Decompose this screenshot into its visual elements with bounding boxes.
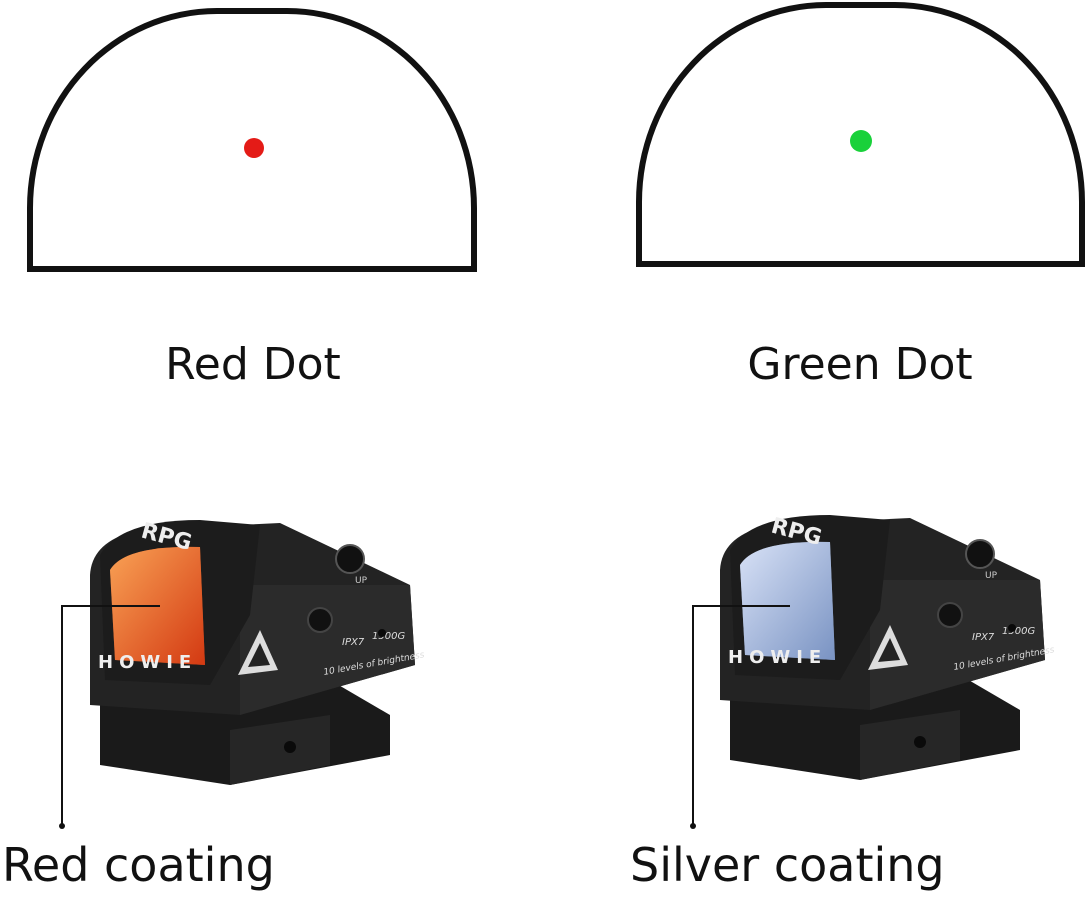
red-dot-label: Red Dot	[165, 339, 341, 390]
brightness-dial-icon	[335, 544, 365, 574]
silver-coating-callout-line	[692, 605, 790, 826]
rating-marking: IPX7	[342, 637, 365, 648]
red-dot	[244, 138, 264, 158]
brand-marking: HOWIE	[728, 647, 827, 668]
red-coating-sight-image: RPG HOWIE IPX7 1500G 10 levels of bright…	[90, 519, 426, 785]
rating-marking: IPX7	[972, 632, 995, 643]
brightness-dial-icon	[965, 539, 995, 569]
silver-coating-sight-image: RPG HOWIE IPX7 1500G 10 levels of bright…	[720, 514, 1056, 780]
svg-text:UP: UP	[355, 576, 368, 586]
red-dot-reticle-window	[27, 8, 477, 272]
red-coating-label: Red coating	[2, 838, 275, 892]
silver-coating-label: Silver coating	[630, 838, 945, 892]
brand-marking: HOWIE	[98, 652, 197, 673]
red-coating-callout-line	[61, 605, 160, 826]
svg-text:UP: UP	[985, 571, 998, 581]
shock-marking: 1500G	[1002, 626, 1035, 637]
green-dot	[850, 130, 872, 152]
shock-marking: 1500G	[372, 631, 405, 642]
green-dot-label: Green Dot	[747, 339, 973, 390]
